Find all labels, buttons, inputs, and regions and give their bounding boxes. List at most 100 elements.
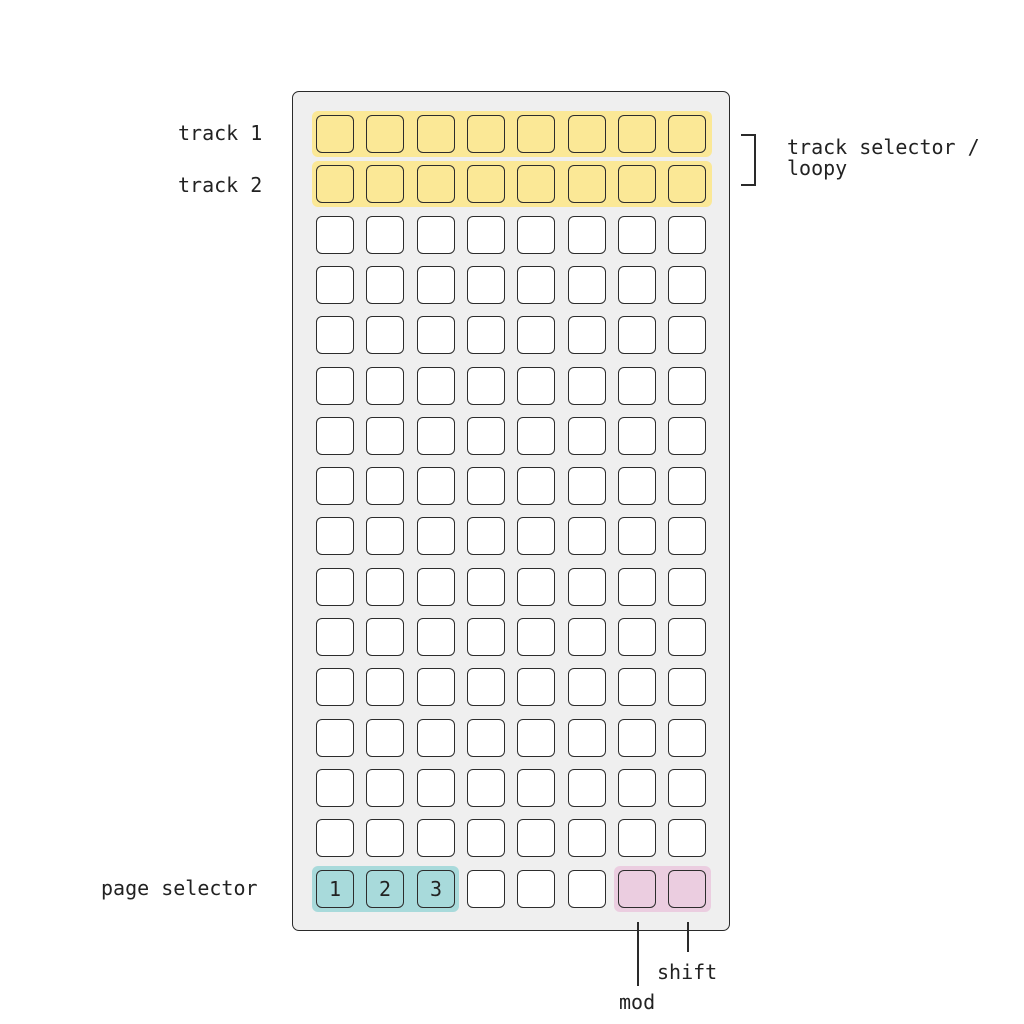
- track-1-button-6[interactable]: [568, 115, 606, 153]
- track-1-button-2[interactable]: [366, 115, 404, 153]
- grid-button-r5-c3[interactable]: [417, 316, 455, 354]
- grid-button-r15-c4[interactable]: [467, 819, 505, 857]
- grid-button-r13-c6[interactable]: [568, 719, 606, 757]
- grid-button-r14-c7[interactable]: [618, 769, 656, 807]
- track-1-button-4[interactable]: [467, 115, 505, 153]
- track-2-button-2[interactable]: [366, 165, 404, 203]
- grid-button-r4-c6[interactable]: [568, 266, 606, 304]
- grid-button-r5-c5[interactable]: [517, 316, 555, 354]
- grid-button-r11-c8[interactable]: [668, 618, 706, 656]
- grid-button-r13-c2[interactable]: [366, 719, 404, 757]
- grid-button-r8-c4[interactable]: [467, 467, 505, 505]
- mod-button[interactable]: [618, 870, 656, 908]
- grid-button-r15-c3[interactable]: [417, 819, 455, 857]
- grid-button-r8-c8[interactable]: [668, 467, 706, 505]
- track-2-button-6[interactable]: [568, 165, 606, 203]
- grid-button-r7-c3[interactable]: [417, 417, 455, 455]
- grid-button-r6-c3[interactable]: [417, 367, 455, 405]
- grid-button-r13-c5[interactable]: [517, 719, 555, 757]
- grid-button-r16-c4[interactable]: [467, 870, 505, 908]
- grid-button-r3-c3[interactable]: [417, 216, 455, 254]
- grid-button-r12-c8[interactable]: [668, 668, 706, 706]
- grid-button-r13-c4[interactable]: [467, 719, 505, 757]
- track-1-button-5[interactable]: [517, 115, 555, 153]
- grid-button-r14-c3[interactable]: [417, 769, 455, 807]
- grid-button-r9-c8[interactable]: [668, 517, 706, 555]
- grid-button-r15-c2[interactable]: [366, 819, 404, 857]
- grid-button-r13-c7[interactable]: [618, 719, 656, 757]
- grid-button-r15-c1[interactable]: [316, 819, 354, 857]
- grid-button-r8-c5[interactable]: [517, 467, 555, 505]
- grid-button-r13-c8[interactable]: [668, 719, 706, 757]
- grid-button-r12-c3[interactable]: [417, 668, 455, 706]
- page-3-button[interactable]: 3: [417, 870, 455, 908]
- track-2-button-3[interactable]: [417, 165, 455, 203]
- grid-button-r5-c7[interactable]: [618, 316, 656, 354]
- grid-button-r14-c4[interactable]: [467, 769, 505, 807]
- grid-button-r7-c1[interactable]: [316, 417, 354, 455]
- grid-button-r14-c1[interactable]: [316, 769, 354, 807]
- grid-button-r6-c8[interactable]: [668, 367, 706, 405]
- grid-button-r9-c4[interactable]: [467, 517, 505, 555]
- grid-button-r14-c2[interactable]: [366, 769, 404, 807]
- page-2-button[interactable]: 2: [366, 870, 404, 908]
- grid-button-r6-c5[interactable]: [517, 367, 555, 405]
- grid-button-r3-c6[interactable]: [568, 216, 606, 254]
- grid-button-r7-c4[interactable]: [467, 417, 505, 455]
- grid-button-r10-c5[interactable]: [517, 568, 555, 606]
- grid-button-r12-c2[interactable]: [366, 668, 404, 706]
- grid-button-r10-c8[interactable]: [668, 568, 706, 606]
- track-1-button-8[interactable]: [668, 115, 706, 153]
- grid-button-r15-c7[interactable]: [618, 819, 656, 857]
- grid-button-r4-c7[interactable]: [618, 266, 656, 304]
- grid-button-r7-c2[interactable]: [366, 417, 404, 455]
- grid-button-r16-c6[interactable]: [568, 870, 606, 908]
- grid-button-r5-c2[interactable]: [366, 316, 404, 354]
- shift-button[interactable]: [668, 870, 706, 908]
- grid-button-r3-c2[interactable]: [366, 216, 404, 254]
- grid-button-r10-c7[interactable]: [618, 568, 656, 606]
- grid-button-r4-c2[interactable]: [366, 266, 404, 304]
- grid-button-r16-c5[interactable]: [517, 870, 555, 908]
- grid-button-r8-c1[interactable]: [316, 467, 354, 505]
- grid-button-r13-c3[interactable]: [417, 719, 455, 757]
- grid-button-r11-c7[interactable]: [618, 618, 656, 656]
- grid-button-r9-c7[interactable]: [618, 517, 656, 555]
- grid-button-r11-c4[interactable]: [467, 618, 505, 656]
- grid-button-r4-c8[interactable]: [668, 266, 706, 304]
- grid-button-r7-c8[interactable]: [668, 417, 706, 455]
- grid-button-r3-c7[interactable]: [618, 216, 656, 254]
- grid-button-r3-c1[interactable]: [316, 216, 354, 254]
- grid-button-r10-c1[interactable]: [316, 568, 354, 606]
- track-2-button-1[interactable]: [316, 165, 354, 203]
- grid-button-r6-c4[interactable]: [467, 367, 505, 405]
- grid-button-r11-c6[interactable]: [568, 618, 606, 656]
- grid-button-r11-c3[interactable]: [417, 618, 455, 656]
- grid-button-r9-c2[interactable]: [366, 517, 404, 555]
- grid-button-r7-c6[interactable]: [568, 417, 606, 455]
- grid-button-r3-c4[interactable]: [467, 216, 505, 254]
- track-2-button-8[interactable]: [668, 165, 706, 203]
- grid-button-r6-c1[interactable]: [316, 367, 354, 405]
- grid-button-r6-c2[interactable]: [366, 367, 404, 405]
- track-2-button-4[interactable]: [467, 165, 505, 203]
- grid-button-r11-c1[interactable]: [316, 618, 354, 656]
- grid-button-r8-c6[interactable]: [568, 467, 606, 505]
- grid-button-r4-c5[interactable]: [517, 266, 555, 304]
- grid-button-r12-c6[interactable]: [568, 668, 606, 706]
- track-1-button-3[interactable]: [417, 115, 455, 153]
- track-2-button-5[interactable]: [517, 165, 555, 203]
- grid-button-r3-c8[interactable]: [668, 216, 706, 254]
- grid-button-r15-c8[interactable]: [668, 819, 706, 857]
- grid-button-r10-c6[interactable]: [568, 568, 606, 606]
- grid-button-r7-c5[interactable]: [517, 417, 555, 455]
- grid-button-r9-c3[interactable]: [417, 517, 455, 555]
- grid-button-r6-c7[interactable]: [618, 367, 656, 405]
- grid-button-r6-c6[interactable]: [568, 367, 606, 405]
- grid-button-r15-c5[interactable]: [517, 819, 555, 857]
- grid-button-r12-c1[interactable]: [316, 668, 354, 706]
- grid-button-r10-c3[interactable]: [417, 568, 455, 606]
- grid-button-r8-c3[interactable]: [417, 467, 455, 505]
- track-1-button-1[interactable]: [316, 115, 354, 153]
- track-2-button-7[interactable]: [618, 165, 656, 203]
